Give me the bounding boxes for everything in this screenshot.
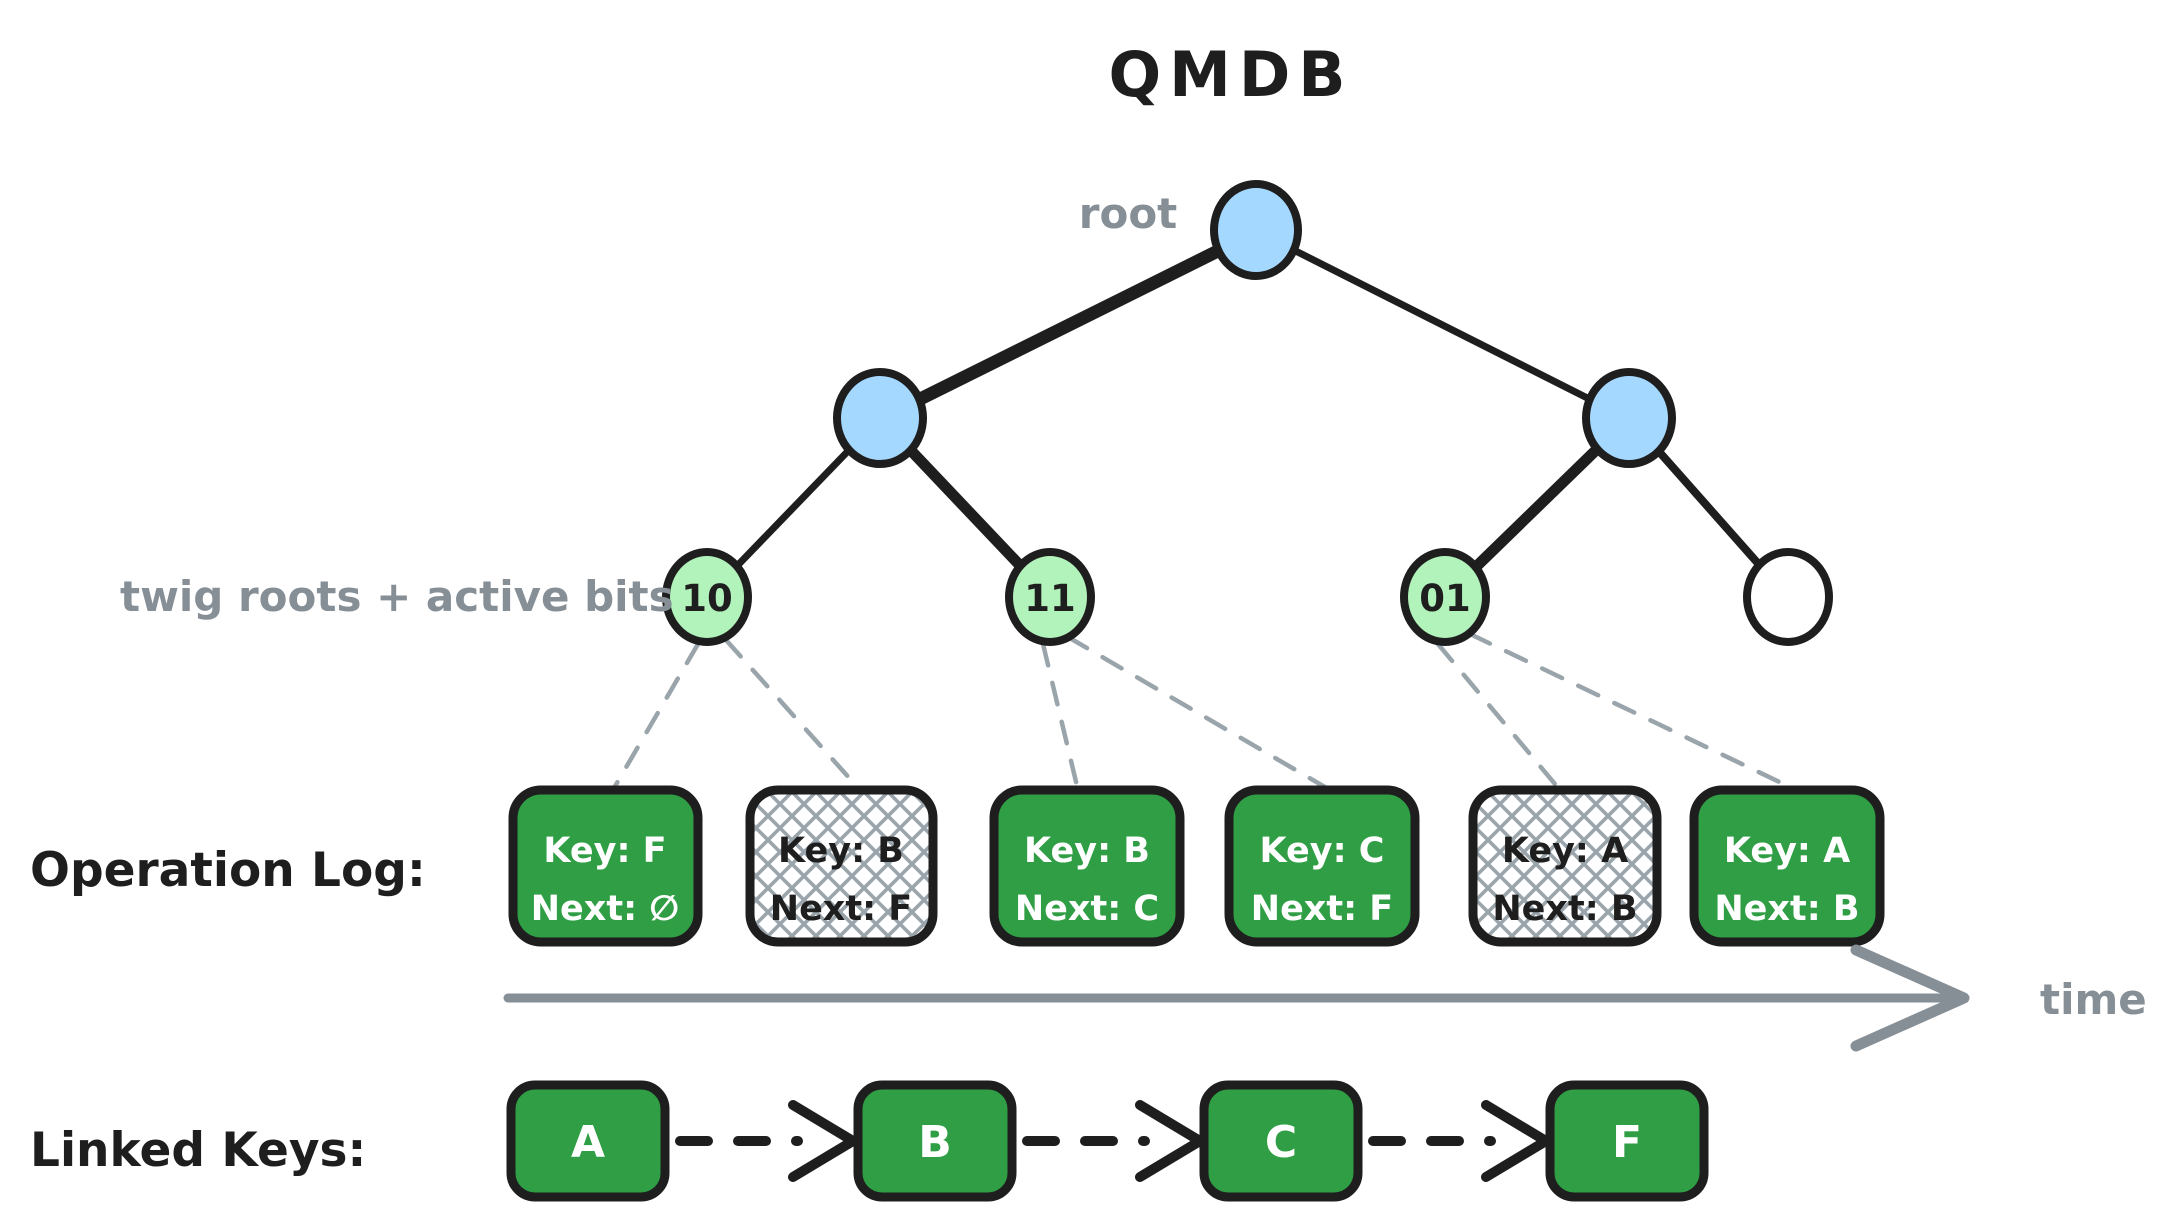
linked-key-a-box [506,1080,670,1202]
operation-log-label: Operation Log: [30,843,426,898]
oplog-entry-4-next: Next: F [1251,889,1393,929]
oplog-entry-5-next: Next: B [1492,889,1637,929]
linked-keys-letters: A B C F [571,1117,1642,1168]
oplog-entry-6-key: Key: A [1724,831,1850,871]
twig-to-log-connectors [611,631,1795,793]
tree-inner-node-right [1582,368,1676,468]
linked-keys-label: Linked Keys: [30,1123,366,1178]
twig-node-01 [1400,548,1490,646]
time-arrowhead-icon [1850,944,1970,1052]
linked-keys-arrows [675,1100,1551,1182]
page-title: QMDB [1108,38,1353,111]
connector-01-entry6 [1467,631,1795,791]
operation-log-texts: Key: F Next: ∅ Key: B Next: F Key: B Nex… [531,831,1860,929]
oplog-entry-2-box [745,785,938,947]
connector-11-entry3 [1040,641,1081,793]
twig-bits-10: 10 [681,577,733,620]
linked-key-b-label: B [918,1117,952,1168]
tree-nodes [662,180,1833,646]
oplog-entry-3-next: Next: C [1015,889,1159,929]
linked-keys-boxes [506,1080,1709,1202]
oplog-entry-6-next: Next: B [1714,889,1859,929]
linked-key-f-label: F [1612,1117,1642,1168]
connector-10-entry2 [723,637,863,793]
oplog-entry-5-box [1468,785,1662,947]
tree-root-node [1210,180,1302,280]
operation-log-entries [508,785,1885,947]
oplog-entry-1-next: Next: ∅ [531,889,680,929]
twig-bits-11: 11 [1024,577,1076,620]
oplog-entry-5-key: Key: A [1502,831,1628,871]
oplog-entry-4-box [1224,785,1420,947]
oplog-entry-1-key: Key: F [543,831,666,871]
twig-node-empty [1743,548,1833,646]
oplog-entry-3-box [989,785,1185,947]
tree-edge-root-right [1254,228,1631,422]
oplog-entry-3-key: Key: B [1024,831,1150,871]
oplog-entry-6-box [1689,785,1885,947]
linked-arrow-b-c-head-icon [1135,1100,1205,1182]
linked-arrow-c-f-head-icon [1481,1100,1551,1182]
twig-node-11 [1005,548,1095,646]
oplog-entry-2-key: Key: B [778,831,904,871]
linked-arrow-a-b-head-icon [788,1100,858,1182]
oplog-entry-1-box [508,785,703,947]
time-label: time [2040,975,2147,1024]
oplog-entry-4-key: Key: C [1260,831,1385,871]
twig-node-10 [662,548,752,646]
linked-key-a-label: A [571,1117,605,1168]
connector-11-entry4 [1065,634,1333,793]
tree-edge-root-left [875,225,1263,425]
root-label: root [1079,189,1178,238]
tree-inner-node-left [833,368,927,468]
oplog-entry-2-next: Next: F [770,889,912,929]
connector-10-entry1 [611,641,701,791]
twig-bits-01: 01 [1419,577,1471,620]
connector-01-entry5 [1435,641,1563,793]
time-axis-arrow [503,944,1970,1052]
twig-roots-label: twig roots + active bits [120,572,674,621]
linked-key-c-label: C [1265,1117,1297,1168]
